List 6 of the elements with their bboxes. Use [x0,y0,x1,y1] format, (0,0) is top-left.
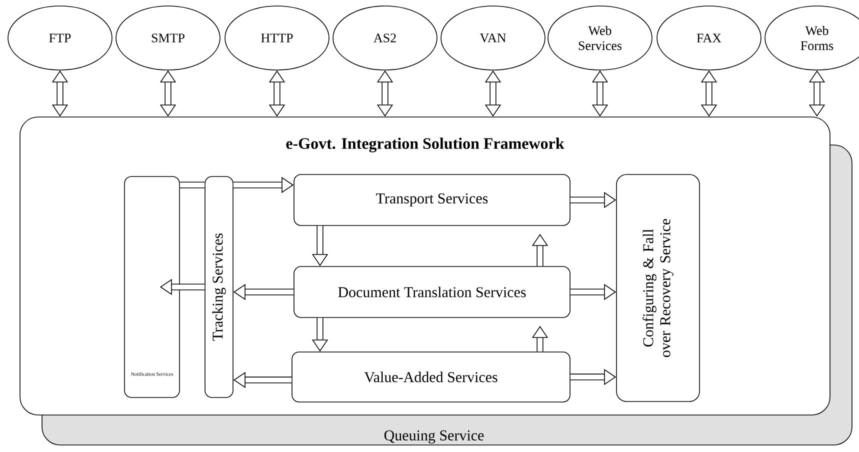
service-box: Value-Added Services [292,352,570,402]
service-box: Configuring & Fall over Recovery Service [616,174,700,402]
service-box: Document Translation Services [294,266,570,318]
service-box: Transport Services [294,174,570,226]
panel-label: Queuing Service [384,430,484,444]
service-box: Tracking Services [204,176,234,398]
